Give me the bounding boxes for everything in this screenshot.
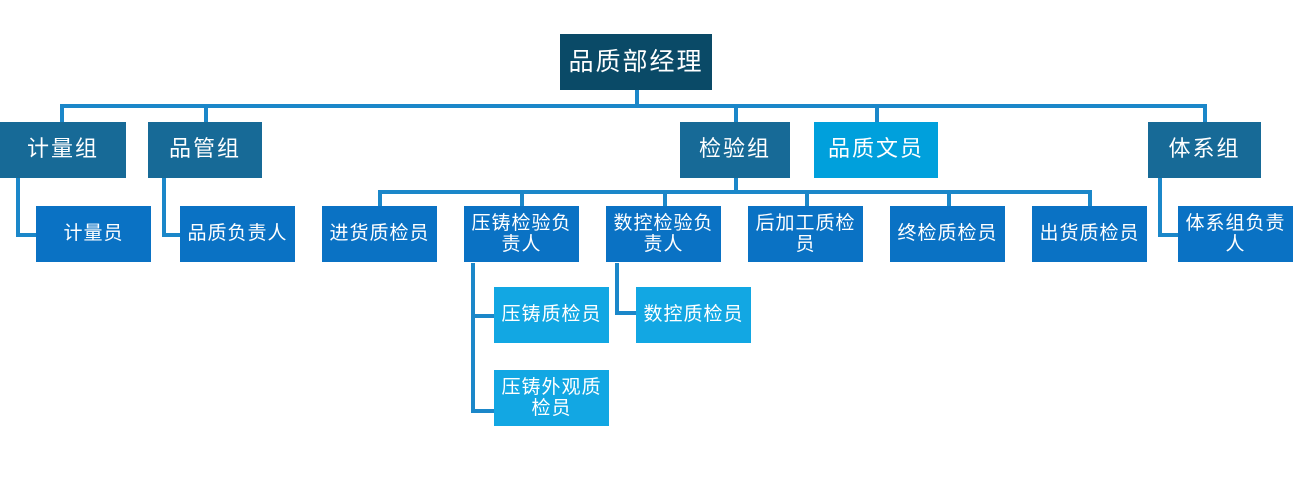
connector-drop-quality-clerk bbox=[875, 104, 879, 122]
connector-metrology-trunk bbox=[16, 177, 20, 233]
connector-drop-outgoing bbox=[1088, 190, 1092, 206]
connector-inspection-stem bbox=[734, 177, 738, 194]
connector-drop-cnc-lead bbox=[663, 190, 667, 206]
connector-drop-final bbox=[947, 190, 951, 206]
node-incoming-inspector[interactable]: 进货质检员 bbox=[322, 206, 437, 262]
connector-drop-post-process bbox=[805, 190, 809, 206]
node-system-lead[interactable]: 体系组负责人 bbox=[1178, 206, 1293, 262]
node-quality-control-group[interactable]: 品管组 bbox=[148, 122, 262, 178]
node-post-process-inspector[interactable]: 后加工质检员 bbox=[748, 206, 863, 262]
node-inspection-group[interactable]: 检验组 bbox=[680, 122, 790, 178]
connector-diecast-trunk bbox=[471, 263, 475, 413]
node-cnc-inspector[interactable]: 数控质检员 bbox=[636, 287, 751, 343]
connector-qc-stub bbox=[162, 233, 186, 237]
connector-diecast-stub-1 bbox=[471, 314, 495, 318]
connector-drop-incoming bbox=[378, 190, 382, 206]
connector-drop-qc-group bbox=[204, 104, 208, 122]
connector-cnc-trunk bbox=[615, 263, 619, 315]
connector-inspection-bus bbox=[378, 190, 1090, 194]
node-system-group[interactable]: 体系组 bbox=[1148, 122, 1261, 178]
connector-diecast-stub-2 bbox=[471, 409, 495, 413]
connector-metrology-stub bbox=[16, 233, 40, 237]
node-quality-lead[interactable]: 品质负责人 bbox=[180, 206, 295, 262]
node-manager[interactable]: 品质部经理 bbox=[560, 34, 712, 90]
connector-drop-system-group bbox=[1203, 104, 1207, 122]
node-quality-clerk[interactable]: 品质文员 bbox=[814, 122, 938, 178]
node-metrology-group[interactable]: 计量组 bbox=[0, 122, 126, 178]
node-diecast-inspector[interactable]: 压铸质检员 bbox=[494, 287, 609, 343]
node-diecast-visual-inspector[interactable]: 压铸外观质检员 bbox=[494, 370, 609, 426]
connector-level1-bus bbox=[60, 104, 1207, 108]
connector-drop-inspection-group bbox=[734, 104, 738, 122]
connector-root-stem bbox=[635, 89, 639, 106]
node-final-inspector[interactable]: 终检质检员 bbox=[890, 206, 1005, 262]
connector-system-stub bbox=[1158, 233, 1182, 237]
connector-qc-trunk bbox=[162, 177, 166, 233]
node-outgoing-inspector[interactable]: 出货质检员 bbox=[1032, 206, 1147, 262]
connector-system-trunk bbox=[1158, 177, 1162, 233]
connector-drop-diecast-lead bbox=[520, 190, 524, 206]
connector-drop-metrology-group bbox=[60, 104, 64, 122]
connector-cnc-stub bbox=[615, 311, 637, 315]
node-metrology-staff[interactable]: 计量员 bbox=[36, 206, 151, 262]
node-diecast-lead[interactable]: 压铸检验负责人 bbox=[464, 206, 579, 262]
node-cnc-lead[interactable]: 数控检验负责人 bbox=[606, 206, 721, 262]
